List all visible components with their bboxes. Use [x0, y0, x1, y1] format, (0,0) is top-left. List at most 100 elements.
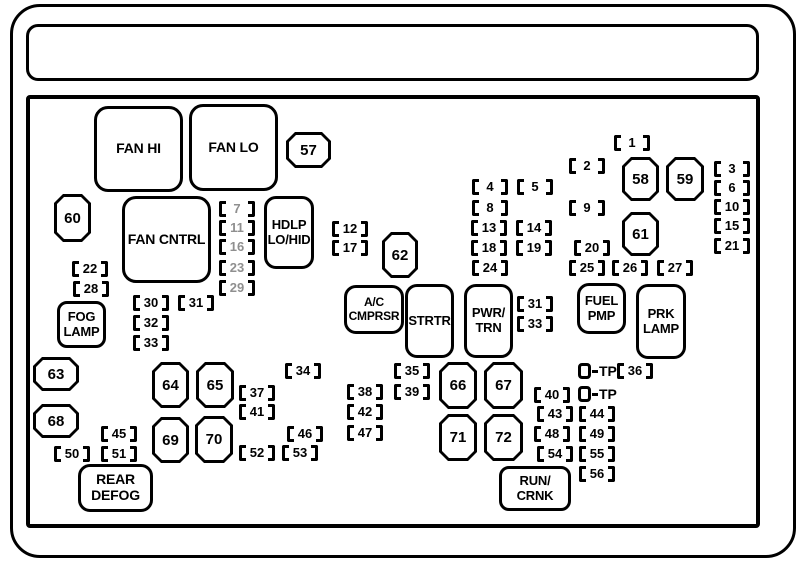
tp-marker-2: TP: [578, 386, 617, 402]
box-label: FUEL: [584, 292, 619, 308]
fuse-bracket-right: [376, 384, 383, 400]
fuse-bracket-right: [566, 406, 573, 422]
fuse-bracket-right: [501, 200, 508, 216]
fuse-37: 37: [239, 385, 275, 401]
fuse-number: 13: [481, 220, 497, 235]
box-label: FAN LO: [208, 138, 259, 155]
fuse-bracket-right: [603, 240, 610, 256]
fuse-bracket-right: [500, 240, 507, 256]
fuse-number: 16: [229, 239, 245, 254]
fuse-20: 20: [574, 240, 610, 256]
fuse-bracket-left: [569, 158, 576, 174]
fuse-bracket-left: [282, 445, 289, 461]
fuse-bracket-right: [501, 179, 508, 195]
fuse-number: 14: [526, 220, 542, 235]
fuse-bracket-right: [545, 220, 552, 236]
fuse-bracket-left: [614, 135, 621, 151]
fuse-number: 15: [724, 218, 740, 233]
fuse-number: 49: [589, 426, 605, 441]
fuse-4: 4: [472, 179, 508, 195]
relay-60: 60: [54, 194, 91, 242]
tp-label: TP: [599, 363, 617, 379]
box-label: RUN/: [519, 472, 551, 488]
fuse-number: 38: [357, 384, 373, 399]
fuse-bracket-left: [714, 218, 721, 234]
fuse-number: 10: [724, 199, 740, 214]
fuse-bracket-left: [517, 296, 524, 312]
fuse-33-2: 33: [517, 316, 553, 332]
fuse-bracket-right: [743, 218, 750, 234]
relay-65: 65: [196, 362, 234, 408]
fuse-bracket-left: [516, 220, 523, 236]
fuse-18: 18: [471, 240, 507, 256]
box-fan-lo: FAN LO: [189, 104, 278, 191]
fuse-bracket-right: [376, 425, 383, 441]
fuse-bracket-left: [714, 238, 721, 254]
relay-number: 58: [625, 160, 656, 198]
fuse-bracket-right: [314, 363, 321, 379]
fuse-number: 47: [357, 425, 373, 440]
fuse-40: 40: [534, 387, 570, 403]
fuse-11: 11: [219, 220, 255, 236]
fuse-bracket-left: [219, 201, 226, 217]
relay-number: 72: [487, 417, 520, 458]
fuse-bracket-left: [517, 179, 524, 195]
fuse-number: 12: [342, 221, 358, 236]
fuse-bracket-left: [239, 385, 246, 401]
fuse-41: 41: [239, 404, 275, 420]
relay-59: 59: [666, 157, 704, 201]
fuse-bracket-left: [394, 384, 401, 400]
tp-dash: [592, 369, 598, 373]
fuse-bracket-right: [500, 220, 507, 236]
fuse-8: 8: [472, 200, 508, 216]
fuse-42: 42: [347, 404, 383, 420]
fuse-bracket-left: [471, 220, 478, 236]
box-label: CRNK: [516, 487, 554, 503]
fuse-number: 54: [547, 446, 563, 461]
fuse-31: 31: [178, 295, 214, 311]
fuse-bracket-right: [743, 161, 750, 177]
fuse-number: 26: [622, 260, 638, 275]
fuse-number: 19: [526, 240, 542, 255]
relay-number: 63: [36, 360, 76, 388]
fuse-number: 29: [229, 280, 245, 295]
fuse-25: 25: [569, 260, 605, 276]
box-label: REAR: [96, 471, 135, 488]
fuse-number: 20: [584, 240, 600, 255]
fuse-22: 22: [72, 261, 108, 277]
fuse-number: 3: [728, 161, 736, 176]
relay-67: 67: [484, 362, 523, 409]
fuse-bracket-right: [546, 316, 553, 332]
fuse-bracket-right: [686, 260, 693, 276]
fuse-bracket-left: [287, 426, 294, 442]
fuse-bracket-right: [608, 446, 615, 462]
box-label: FAN HI: [116, 140, 161, 157]
fuse-bracket-left: [285, 363, 292, 379]
fuse-43: 43: [537, 406, 573, 422]
fuse-number: 33: [143, 335, 159, 350]
box-label: PWR/: [471, 305, 506, 321]
fuse-number: 31: [527, 296, 543, 311]
fuse-bracket-right: [643, 135, 650, 151]
fuse-number: 11: [230, 220, 244, 235]
fuse-number: 51: [111, 446, 127, 461]
fuse-number: 56: [589, 466, 605, 481]
fuse-bracket-left: [471, 240, 478, 256]
fuse-bracket-right: [608, 466, 615, 482]
fuse-bracket-right: [268, 404, 275, 420]
fuse-number: 4: [486, 179, 494, 194]
fuse-number: 48: [544, 426, 560, 441]
fuse-1: 1: [614, 135, 650, 151]
fuse-number: 21: [724, 238, 740, 253]
fuse-bracket-left: [73, 281, 80, 297]
relay-number: 68: [36, 407, 76, 435]
fuse-number: 39: [404, 384, 420, 399]
fuse-bracket-right: [598, 200, 605, 216]
relay-70: 70: [195, 416, 233, 463]
fuse-bracket-left: [574, 240, 581, 256]
box-label: LAMP: [63, 323, 100, 339]
fuse-bracket-left: [472, 200, 479, 216]
